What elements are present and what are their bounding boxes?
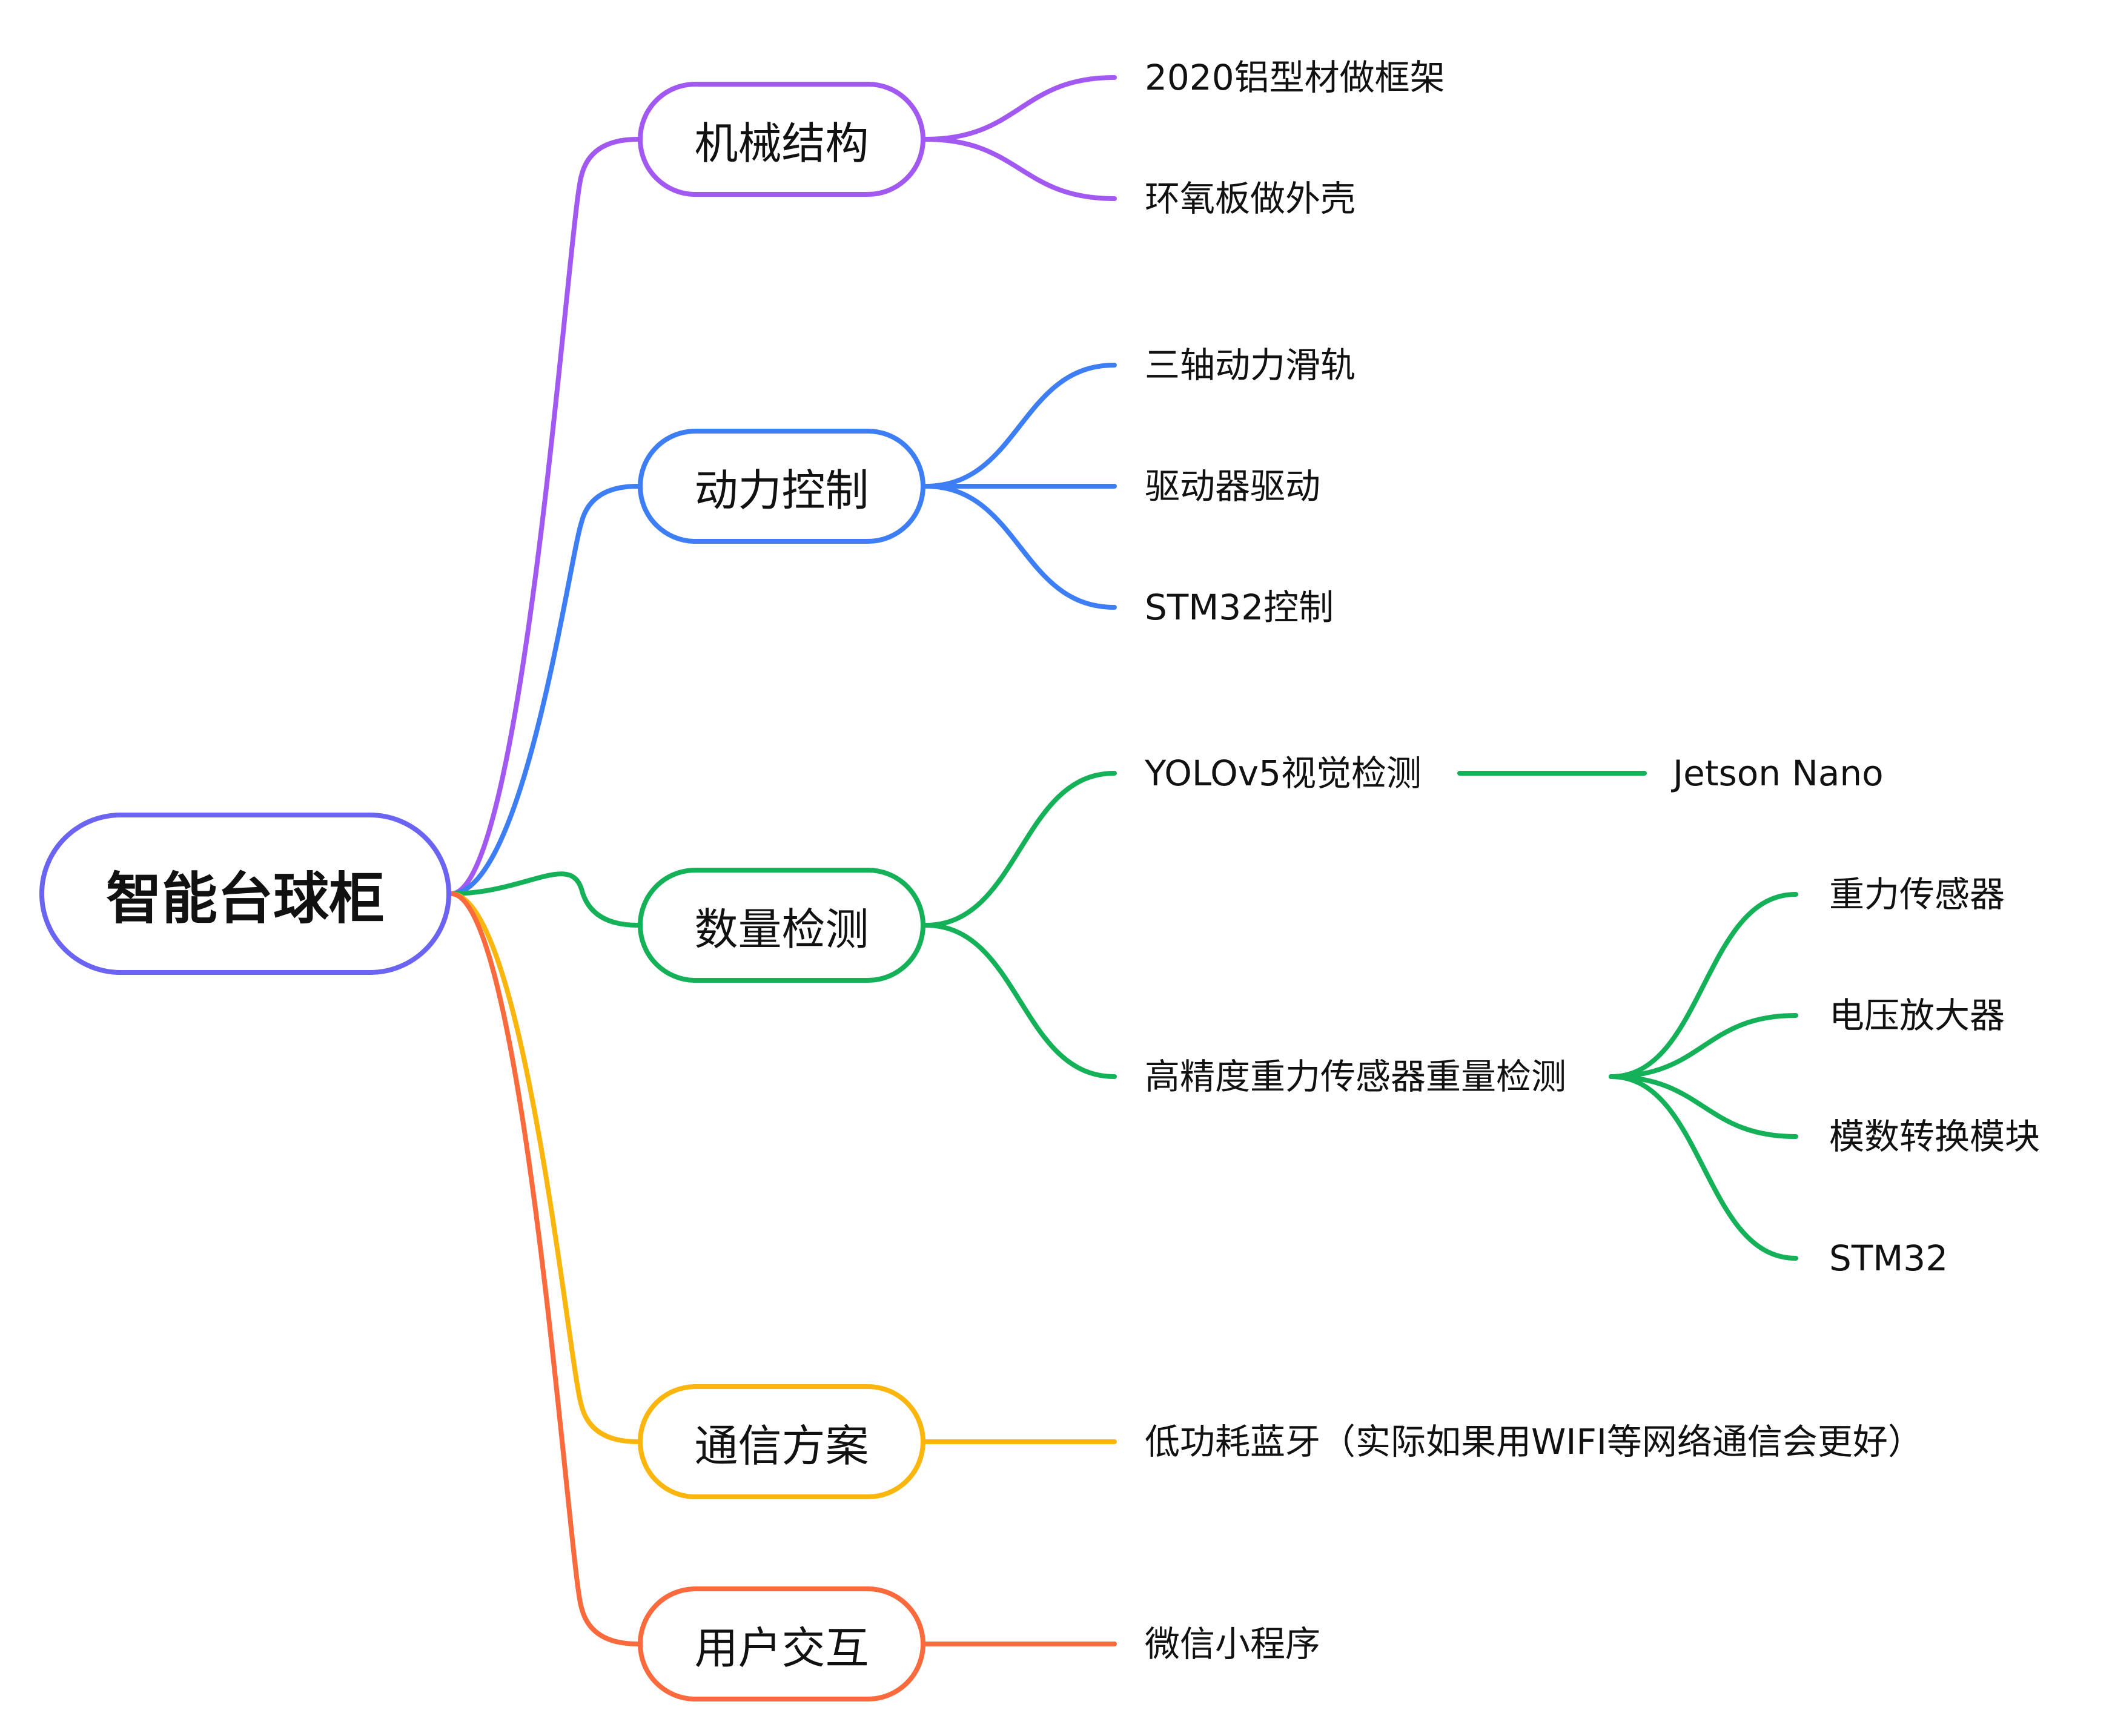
leaf-epoxy-shell[interactable]: 环氧板做外壳: [1145, 178, 1356, 219]
root-branch-connector: [449, 137, 640, 896]
branch-leaf-connector: [923, 75, 1117, 142]
branch-label: 数量检测: [694, 903, 869, 955]
branch-node-power-control[interactable]: 动力控制: [638, 429, 925, 544]
branch-leaf-connector: [923, 363, 1117, 489]
leaf-weight-detection[interactable]: 高精度重力传感器重量检测: [1145, 1056, 1567, 1097]
root-branch-connector: [449, 891, 640, 1444]
root-branch-connector: [449, 484, 640, 896]
leaf-jetson-nano[interactable]: Jetson Nano: [1673, 753, 1884, 794]
leaf-adc-module[interactable]: 模数转换模块: [1829, 1116, 2041, 1157]
branch-node-user-interaction[interactable]: 用户交互: [638, 1586, 925, 1701]
branch-node-mechanical[interactable]: 机械结构: [638, 82, 925, 197]
leaf-subleaf-connector: [1609, 1074, 1798, 1261]
branch-leaf-connector: [923, 484, 1117, 610]
leaf-subleaf-connector: [1609, 892, 1798, 1079]
leaf-wechat-miniprogram[interactable]: 微信小程序: [1145, 1623, 1321, 1665]
leaf-gravity-sensor[interactable]: 重力传感器: [1829, 874, 2005, 915]
branch-label: 动力控制: [694, 464, 869, 516]
leaf-stm32[interactable]: STM32: [1829, 1238, 1948, 1279]
leaf-subleaf-connector: [1609, 1013, 1798, 1079]
branch-label: 机械结构: [694, 117, 869, 169]
leaf-aluminum-frame[interactable]: 2020铝型材做框架: [1145, 57, 1445, 98]
branch-leaf-connector: [923, 771, 1117, 928]
leaf-driver[interactable]: 驱动器驱动: [1145, 466, 1321, 507]
branch-node-communication[interactable]: 通信方案: [638, 1384, 925, 1499]
branch-leaf-connector: [923, 137, 1117, 201]
branch-leaf-connector: [923, 923, 1117, 1079]
leaf-ble[interactable]: 低功耗蓝牙（实际如果用WIFI等网络通信会更好）: [1145, 1421, 1923, 1462]
leaf-subleaf-connector: [1609, 1074, 1798, 1139]
leaf-three-axis-rail[interactable]: 三轴动力滑轨: [1145, 345, 1356, 386]
branch-label: 用户交互: [694, 1622, 869, 1674]
leaf-voltage-amplifier[interactable]: 电压放大器: [1829, 995, 2005, 1036]
root-branch-connector: [449, 891, 640, 1646]
leaf-yolov5-detection[interactable]: YOLOv5视觉检测: [1145, 753, 1422, 794]
branch-label: 通信方案: [694, 1420, 869, 1471]
leaf-stm32-control[interactable]: STM32控制: [1145, 587, 1334, 628]
branch-node-quantity-detection[interactable]: 数量检测: [638, 868, 925, 983]
root-node[interactable]: 智能台球柜: [39, 813, 451, 975]
root-branch-connector: [449, 871, 640, 928]
root-label: 智能台球柜: [105, 866, 385, 931]
